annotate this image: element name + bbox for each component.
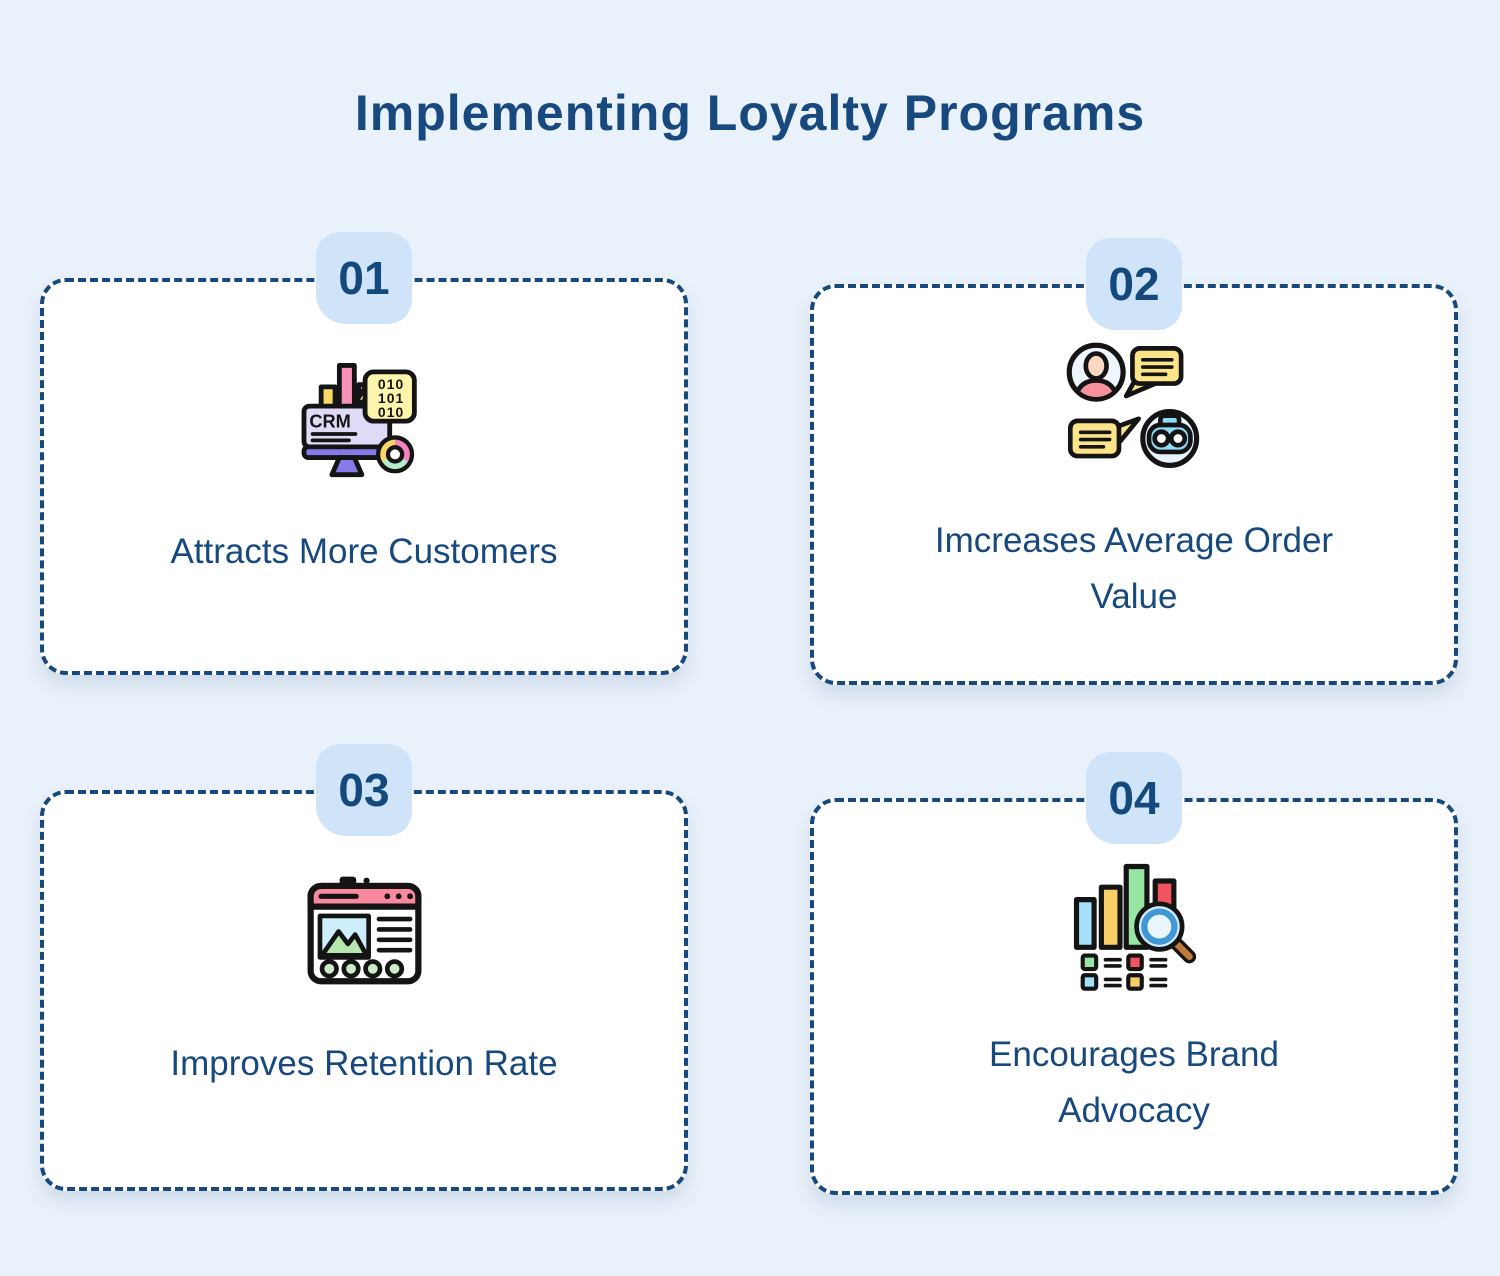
card-improves-retention-rate: 03 [40,744,688,1191]
card-label: Encourages Brand Advocacy [989,1035,1279,1130]
crm-monitor-icon: CRM 010 101 010 [301,363,417,478]
card-number-badge: 04 [1086,752,1182,844]
card-icon-wrap [1062,852,1207,997]
card-label: Imcreases Average Order Value [934,521,1334,616]
browser-window-icon [307,876,421,984]
card-encourages-brand-advocacy: 04 [810,752,1458,1195]
svg-text:CRM: CRM [309,412,350,432]
card-attracts-more-customers: 01 CR [40,232,688,675]
bar-chart-magnifier-icon [1073,863,1196,991]
card-number-badge: 02 [1086,238,1182,330]
card-label: Improves Retention Rate [170,1044,558,1083]
card-icon-wrap [292,856,437,1006]
card-number-badge: 03 [316,744,412,836]
card-increases-average-order-value: 02 [810,238,1458,685]
svg-text:101: 101 [378,390,404,406]
card-icon-wrap [1062,338,1207,483]
svg-text:010: 010 [378,404,404,420]
page-title: Implementing Loyalty Programs [354,85,1146,141]
card-number-badge: 01 [316,232,412,324]
customer-chatbot-chat-icon [1066,342,1199,468]
card-icon-wrap: CRM 010 101 010 [289,344,439,494]
svg-text:010: 010 [378,376,404,392]
card-label: Attracts More Customers [170,532,558,571]
